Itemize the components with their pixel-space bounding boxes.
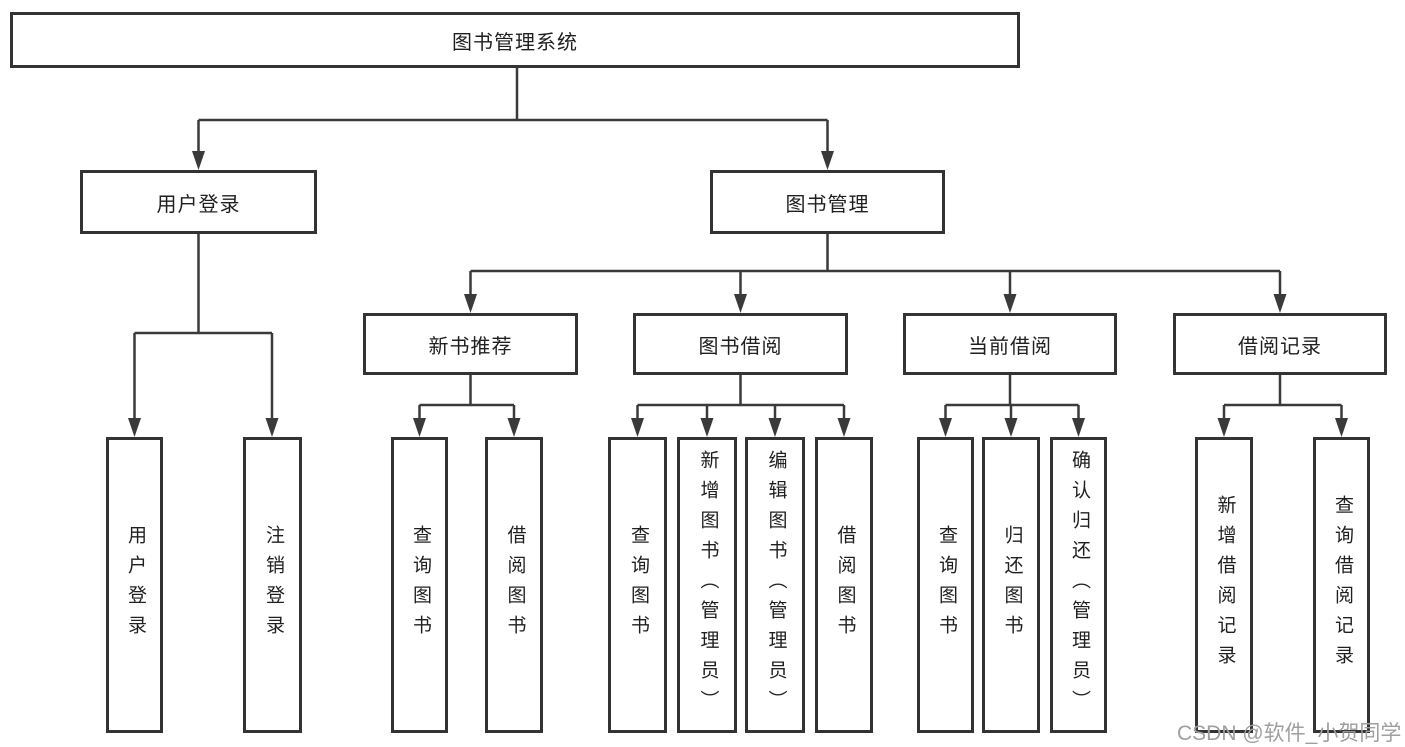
connector-user-login (133, 234, 274, 419)
arrowhead-icon (700, 418, 714, 437)
node-user-login: 用户登录 (80, 170, 317, 234)
node-label: 新增借阅记录 (1214, 495, 1236, 675)
node-label: 编辑图书（管理员） (765, 450, 787, 720)
node-leaf-query-book-1: 查询图书 (391, 437, 448, 733)
connector-book-borrow (636, 375, 846, 419)
node-label: 查询图书 (409, 525, 431, 645)
node-leaf-borrow-book-1: 借阅图书 (485, 437, 543, 733)
node-label: 查询图书 (935, 525, 957, 645)
node-leaf-return-book: 归还图书 (982, 437, 1040, 733)
connector-borrow-record (1222, 375, 1343, 419)
arrowhead-icon (1072, 418, 1085, 437)
node-leaf-add-book-admin: 新增图书（管理员） (677, 437, 737, 733)
arrowhead-icon (939, 418, 952, 437)
connector-new-book (418, 375, 516, 419)
node-leaf-add-borrow-record: 新增借阅记录 (1195, 437, 1253, 733)
node-leaf-edit-book-admin: 编辑图书（管理员） (745, 437, 805, 733)
arrowhead-icon (1217, 418, 1231, 437)
arrowhead-icon (413, 418, 426, 437)
arrowhead-icon (464, 294, 477, 313)
arrowhead-icon (1003, 294, 1017, 313)
arrowhead-icon (507, 418, 521, 437)
arrowhead-icon (265, 418, 279, 437)
arrowhead-icon (1273, 294, 1287, 313)
watermark: CSDN @软件_小贺同学 (1177, 722, 1402, 745)
node-root-system: 图书管理系统 (10, 12, 1020, 68)
node-label: 查询图书 (627, 525, 649, 645)
arrowhead-icon (128, 418, 141, 437)
node-leaf-user-login: 用户登录 (106, 437, 163, 733)
connector-book-mgmt (469, 234, 1282, 295)
arrowhead-icon (192, 151, 205, 170)
arrowhead-icon (837, 418, 851, 437)
node-label: 查询借阅记录 (1331, 495, 1353, 675)
arrowhead-icon (1335, 418, 1348, 437)
arrowhead-icon (734, 294, 747, 313)
connector-current-borrow (944, 375, 1080, 419)
node-label: 用户登录 (124, 525, 146, 645)
node-leaf-query-book-3: 查询图书 (917, 437, 974, 733)
arrowhead-icon (768, 418, 782, 437)
node-book-borrow: 图书借阅 (633, 313, 848, 375)
arrowhead-icon (821, 151, 834, 170)
node-label: 确认归还（管理员） (1068, 450, 1090, 720)
node-leaf-query-borrow-record: 查询借阅记录 (1313, 437, 1370, 733)
node-leaf-logout: 注销登录 (243, 437, 302, 733)
connector-root (197, 68, 829, 152)
node-label: 新增图书（管理员） (697, 450, 719, 720)
node-label: 借阅图书 (834, 525, 856, 645)
node-label: 注销登录 (262, 525, 284, 645)
node-current-borrow: 当前借阅 (903, 313, 1117, 375)
node-new-book-recommend: 新书推荐 (363, 313, 578, 375)
node-book-management: 图书管理 (710, 170, 945, 234)
node-leaf-query-book-2: 查询图书 (608, 437, 667, 733)
arrowhead-icon (1004, 418, 1018, 437)
arrowhead-icon (631, 418, 644, 437)
node-borrow-record: 借阅记录 (1173, 313, 1387, 375)
node-label: 归还图书 (1001, 525, 1023, 645)
node-leaf-confirm-return-admin: 确认归还（管理员） (1050, 437, 1107, 733)
node-label: 借阅图书 (504, 525, 526, 645)
node-leaf-borrow-book-2: 借阅图书 (815, 437, 873, 733)
